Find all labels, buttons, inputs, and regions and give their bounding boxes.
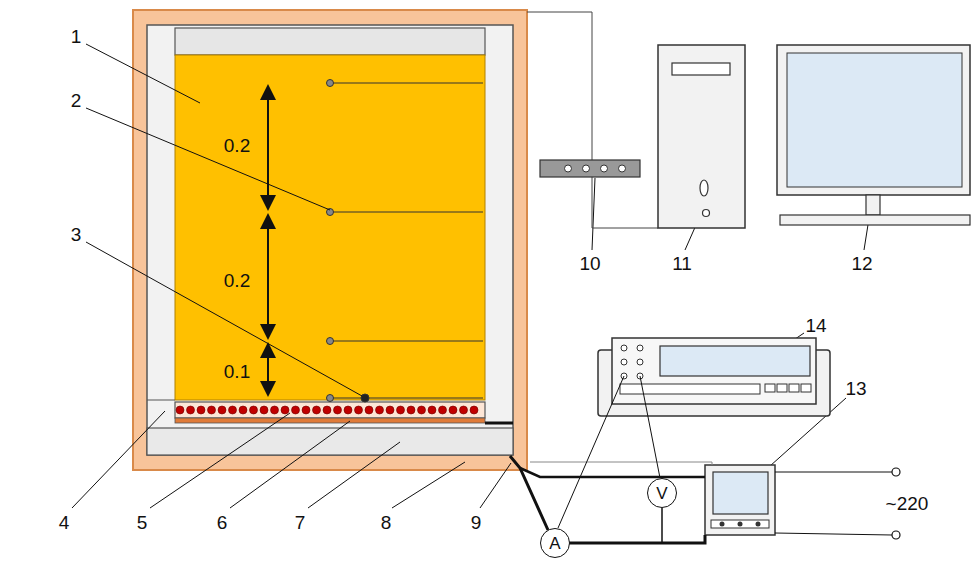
data-logger [540,160,640,177]
ammeter-symbol: A [540,528,570,558]
dimension: 0.2 [224,136,250,155]
insulation [147,25,513,455]
callout-number: 14 [805,316,826,335]
callout-number: 1 [71,27,82,46]
heating-elements [176,406,478,414]
meter-letter: V [656,485,667,502]
callout-number: 10 [579,254,600,273]
dimension: 0.2 [224,271,250,290]
callout-number: 6 [217,513,228,532]
power-supply [705,465,775,535]
multimeter [598,338,830,416]
data-cable [527,12,658,228]
dimension: 0.1 [224,362,250,381]
voltage-label: ~220 [886,494,929,513]
wooden-frame [133,10,527,470]
callout-number: 9 [471,513,482,532]
callout-number: 13 [845,379,866,398]
callout-number: 12 [851,254,872,273]
callout-number: 7 [295,513,306,532]
heater-plate [175,402,485,418]
callout-number: 2 [71,91,82,110]
base-plate [175,418,485,423]
edge-line [147,400,175,401]
callout-number: 4 [59,513,70,532]
callout-number: 11 [672,254,692,273]
bottom-insulation [147,428,513,455]
meter-letter: A [549,535,560,552]
dimension-arrows [267,86,269,395]
thermocouples [327,80,484,403]
callout-number: 8 [381,513,392,532]
wire [485,422,513,425]
voltmeter-symbol: V [647,478,677,508]
wiring [510,376,900,543]
computer-tower [658,45,745,228]
sample [175,55,485,400]
top-insulation [175,28,485,55]
monitor [777,45,970,225]
callout-number: 3 [71,225,82,244]
callout-number: 5 [137,513,148,532]
leader-lines [72,44,870,508]
